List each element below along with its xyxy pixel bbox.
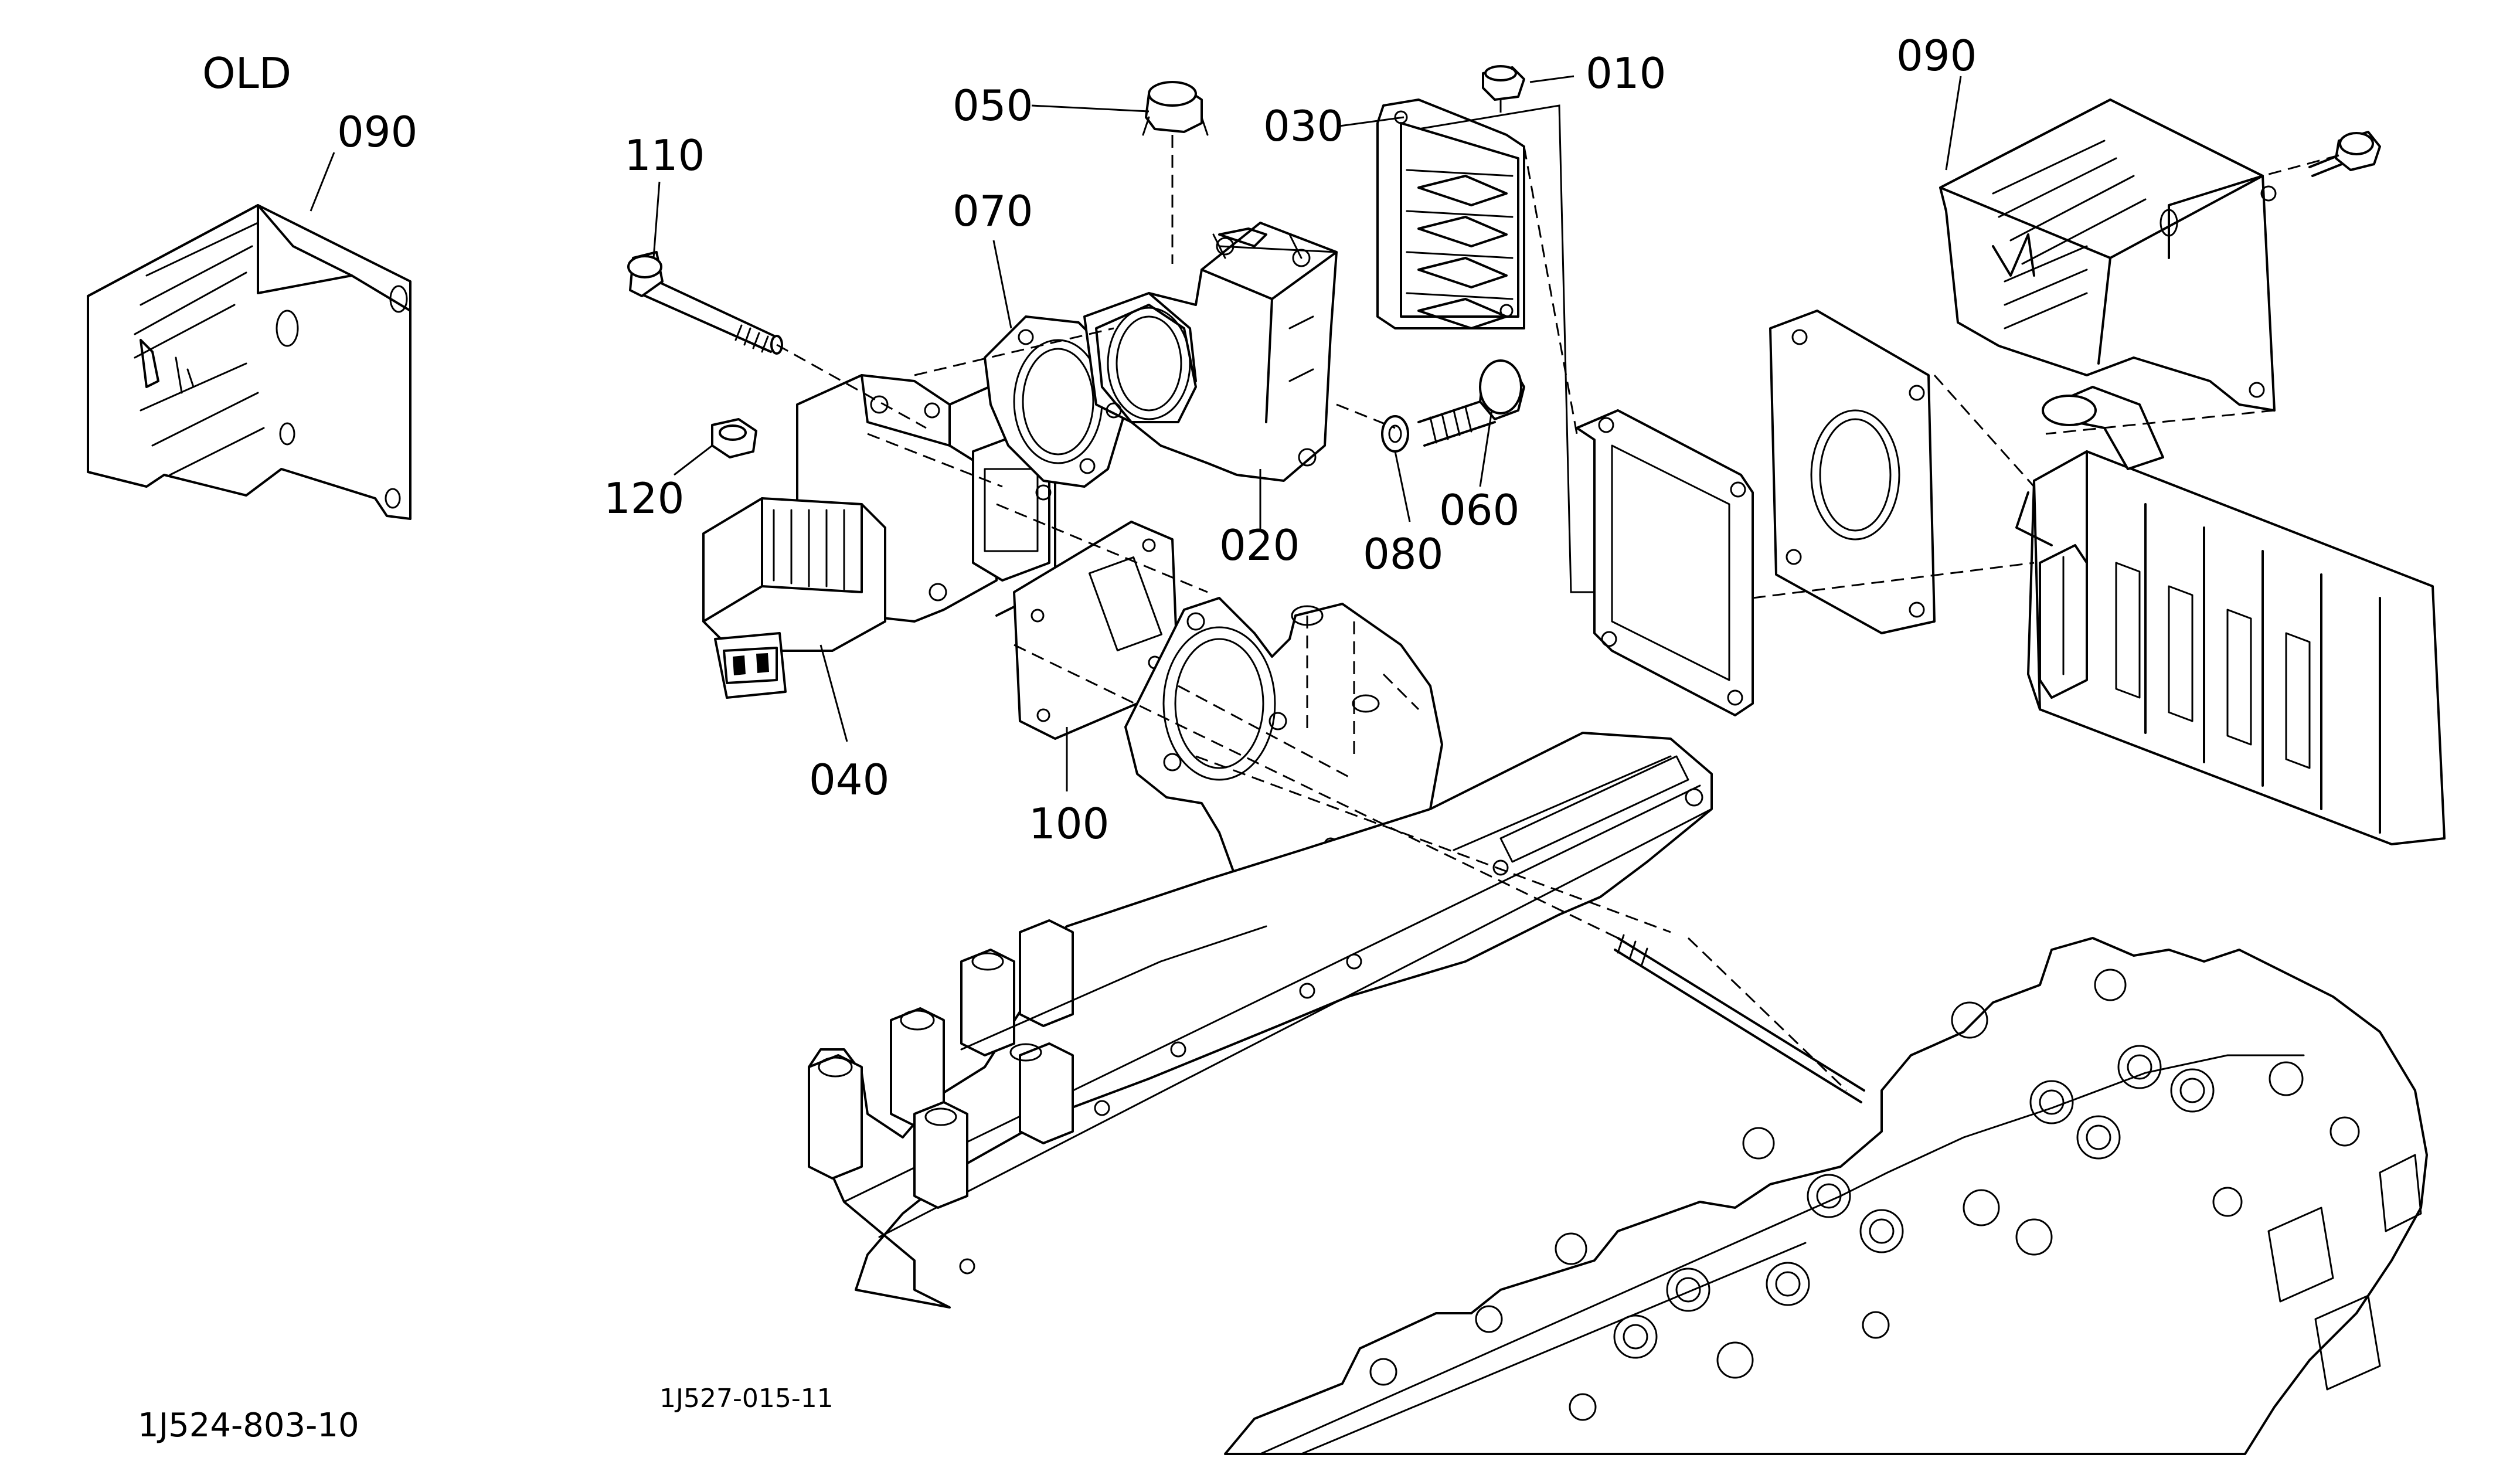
- old-heat-shield-bracket: [87, 204, 412, 520]
- old-heading: OLD: [202, 49, 291, 98]
- washer-080: [1381, 415, 1409, 453]
- part-label-080[interactable]: 080: [1363, 529, 1443, 579]
- part-label-100[interactable]: 100: [1029, 799, 1109, 848]
- bolt-010: [1482, 65, 1525, 101]
- intake-manifold: [808, 732, 1713, 1309]
- reed-valve-030: [1376, 98, 1525, 329]
- part-label-120[interactable]: 120: [604, 474, 684, 523]
- part-label-050[interactable]: 050: [953, 81, 1033, 130]
- old-drawing-code: 1J524-803-10: [138, 1406, 359, 1445]
- leader-lines: [310, 75, 1962, 791]
- part-label-010[interactable]: 010: [1586, 49, 1666, 98]
- egr-valve-040: [702, 374, 1056, 699]
- egr-cooler-housing-020: [1083, 222, 1338, 482]
- nut-120: [711, 418, 757, 458]
- bracket-line-010: [1418, 104, 1594, 593]
- cylinder-head: [1224, 937, 2428, 1455]
- new-drawing-code: 1J527-015-11: [659, 1384, 834, 1413]
- part-label-110[interactable]: 110: [624, 131, 705, 180]
- part-label-060[interactable]: 060: [1439, 485, 1519, 535]
- long-stud: [1614, 934, 1865, 1103]
- new-heat-shield-bracket: [1939, 98, 2381, 412]
- cooler-gasket-frame: [1576, 409, 1754, 716]
- egr-cooler: [2015, 386, 2446, 845]
- part-labels: 090 110 050 070 030 010 090 120 020 080 …: [337, 31, 1977, 848]
- part-label-090-old[interactable]: 090: [337, 107, 417, 157]
- bolt-060: [1417, 359, 1525, 447]
- part-label-090-new[interactable]: 090: [1896, 31, 1977, 80]
- bolt-050: [1142, 81, 1209, 136]
- assembly-lines: [776, 100, 2339, 1092]
- part-label-070[interactable]: 070: [953, 186, 1033, 236]
- cooler-gasket-plate: [1769, 310, 1936, 634]
- bolt-110: [627, 251, 783, 355]
- part-label-040[interactable]: 040: [809, 755, 889, 804]
- part-label-030[interactable]: 030: [1263, 101, 1344, 151]
- part-label-020[interactable]: 020: [1219, 521, 1300, 570]
